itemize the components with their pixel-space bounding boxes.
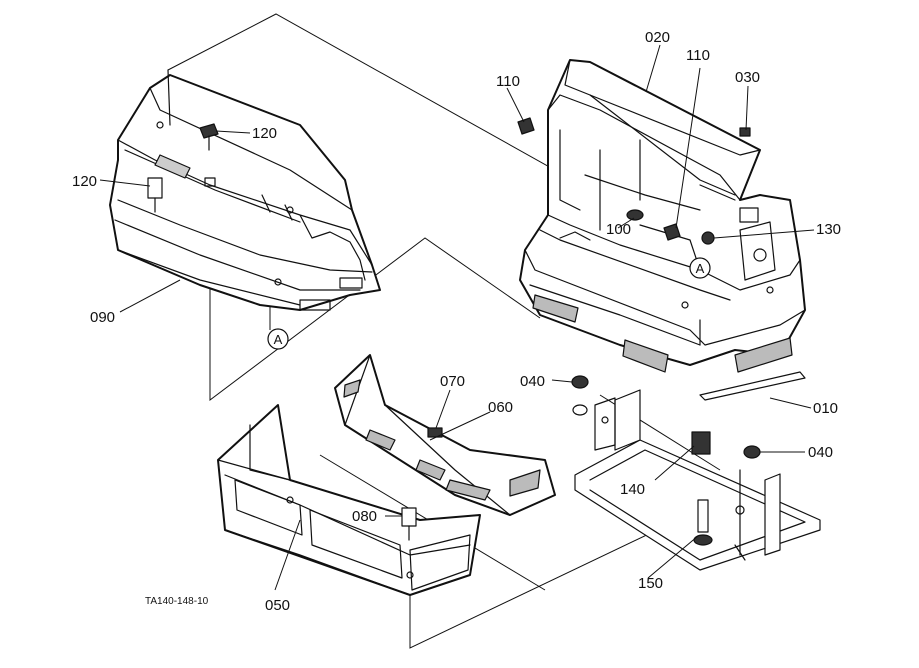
marker-a-right-text: A — [696, 261, 705, 276]
channel-010 — [699, 371, 806, 401]
bolt-080 — [401, 507, 417, 541]
hardware-parts — [147, 117, 761, 546]
label-060: 060 — [488, 399, 513, 416]
label-120-left: 120 — [72, 173, 97, 190]
bolt-150 — [693, 499, 713, 546]
grommet-100 — [626, 209, 644, 221]
cushion-040-lower — [743, 445, 761, 459]
lower-frame-050 — [217, 404, 481, 596]
grommet-130 — [701, 231, 715, 245]
label-080: 080 — [352, 508, 377, 525]
label-070: 070 — [440, 373, 465, 390]
label-110-left: 110 — [496, 73, 520, 90]
part-labels: 020 110 030 110 120 120 090 100 130 010 … — [72, 29, 841, 614]
grille-panel-060 — [334, 354, 556, 516]
marker-a-right: A — [689, 257, 711, 279]
clip-070 — [427, 427, 443, 438]
marker-a-left-text: A — [274, 332, 283, 347]
drawing-reference-code: TA140-148-10 — [145, 596, 209, 607]
label-100: 100 — [606, 221, 631, 238]
bolt-120-upper — [199, 123, 219, 151]
cushion-040-upper — [571, 375, 589, 416]
label-020: 020 — [645, 29, 670, 46]
label-040-upper: 040 — [520, 373, 545, 390]
label-030: 030 — [735, 69, 760, 86]
label-050: 050 — [265, 597, 290, 614]
label-040-lower: 040 — [808, 444, 833, 461]
screw-030 — [739, 127, 751, 137]
bolt-120-left — [147, 177, 163, 213]
label-140: 140 — [620, 481, 645, 498]
label-150: 150 — [638, 575, 663, 592]
label-110-right: 110 — [686, 47, 710, 64]
bracket-140 — [691, 431, 711, 455]
label-090: 090 — [90, 309, 115, 326]
front-hood-shell-090 — [109, 69, 381, 311]
grille-vents — [154, 154, 793, 373]
right-housing-assembly-020 — [519, 59, 806, 366]
label-120-upper: 120 — [252, 125, 277, 142]
label-130: 130 — [816, 221, 841, 238]
label-010: 010 — [813, 400, 838, 417]
clip-110-left — [517, 117, 535, 135]
marker-a-left: A — [267, 328, 289, 350]
leader-lines — [99, 44, 815, 591]
